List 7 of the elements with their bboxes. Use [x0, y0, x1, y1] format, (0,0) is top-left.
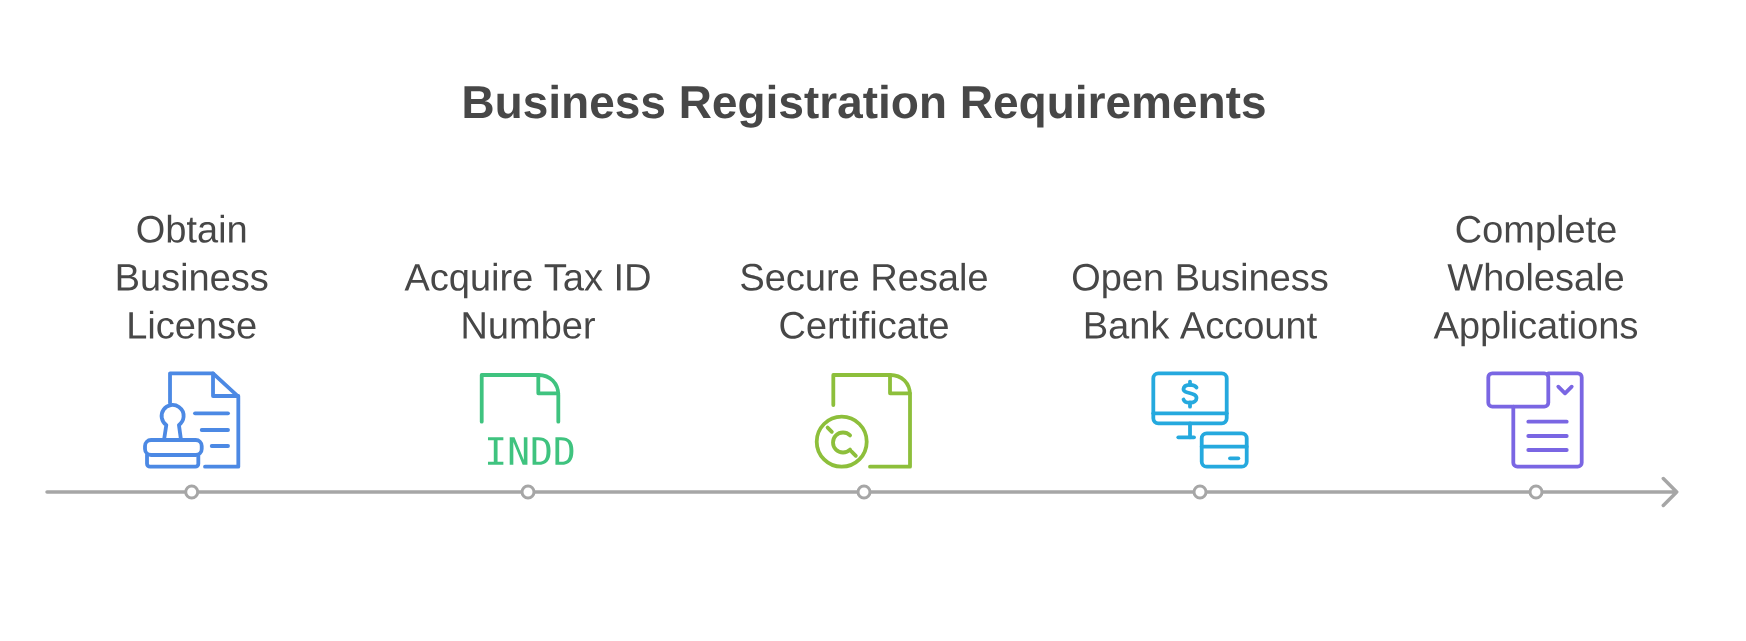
file-type-text: INDD: [488, 437, 574, 465]
step-label: Complete Wholesale Applications: [1433, 214, 1638, 347]
step-label: Acquire Tax ID Number: [404, 262, 650, 339]
step-label: Secure Resale Certificate: [741, 262, 987, 339]
step-label: Open Business Bank Account: [1072, 262, 1328, 339]
step-label: Obtain Business License: [117, 214, 268, 339]
title: Business Registration Requirements: [464, 84, 1265, 128]
